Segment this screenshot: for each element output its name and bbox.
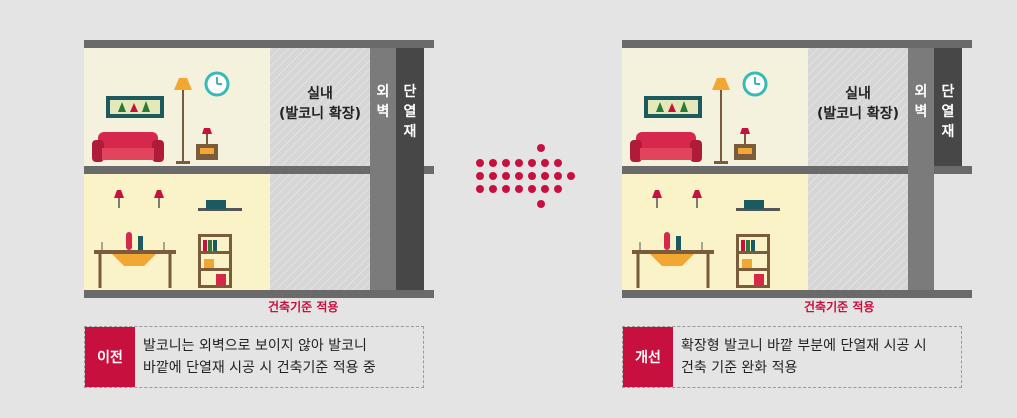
- wall-label-1: 외: [377, 83, 390, 100]
- insulation-label-1: 단: [404, 83, 417, 100]
- interior-label-1: 실내: [307, 86, 333, 102]
- sofa-icon: [630, 132, 702, 162]
- after-panel: 실내 (발코니 확장) 외 벽 단 열 재 건축기준 적용 개선 확장형 발코니…: [622, 0, 982, 418]
- before-note-text: 발코니는 외벽으로 보이지 않아 발코니 바깥에 단열재 시공 시 건축기준 적…: [143, 335, 421, 379]
- before-panel: 실내 (발코니 확장) 외 벽 단 열 재 건축기준 적용 이전 발코니는 외벽…: [84, 0, 444, 418]
- insulation-label-3: 재: [404, 124, 417, 140]
- lower-room: [84, 174, 270, 290]
- insulation-label-2: 열: [942, 103, 955, 120]
- wall-label-2: 벽: [377, 103, 390, 120]
- dimension-label: 건축기준 적용: [804, 300, 875, 314]
- outer-wall: [370, 48, 396, 290]
- clock-icon: [742, 71, 768, 97]
- mid-slab: [622, 166, 972, 174]
- floor-slab: [622, 290, 972, 298]
- before-badge: 이전: [85, 327, 135, 387]
- wall-label-1: 외: [915, 83, 928, 100]
- dimension-label: 건축기준 적용: [268, 300, 339, 314]
- mid-slab: [84, 166, 434, 174]
- note-line: 확장형 발코니 바깥 부분에 단열재 시공 시: [681, 338, 927, 354]
- shelf-picture: [744, 200, 764, 209]
- lamp-icon: [174, 78, 192, 164]
- wall-lamp-icon: [114, 190, 164, 208]
- bookshelf-icon: [198, 234, 232, 288]
- lamp-icon: [712, 78, 730, 164]
- before-building-section: 실내 (발코니 확장) 외 벽 단 열 재: [84, 40, 434, 298]
- bookshelf-icon: [736, 234, 770, 288]
- insulation: [396, 48, 424, 290]
- wall-lamp-icon: [652, 190, 702, 208]
- sofa-icon: [92, 132, 164, 162]
- note-line: 발코니는 외벽으로 보이지 않아 발코니: [143, 338, 367, 354]
- lower-balcony: [270, 174, 370, 290]
- outer-wall: [908, 48, 934, 290]
- interior-label-2: (발코니 확장): [817, 105, 899, 122]
- floor-slab: [84, 290, 434, 298]
- insulation-label-2: 열: [404, 103, 417, 120]
- wall-label-2: 벽: [915, 103, 928, 120]
- after-badge: 개선: [623, 327, 673, 387]
- roof-slab: [84, 40, 434, 48]
- painting-icon: [106, 96, 164, 118]
- insulation: [934, 48, 962, 166]
- note-line: 건축 기준 완화 적용: [681, 360, 798, 376]
- arrow-dots-icon: [476, 144, 575, 208]
- wall-shelf: [198, 208, 242, 211]
- insulation-label-1: 단: [942, 83, 955, 100]
- painting-icon: [644, 96, 702, 118]
- before-note: 이전 발코니는 외벽으로 보이지 않아 발코니 바깥에 단열재 시공 시 건축기…: [84, 326, 424, 388]
- table-lamp-icon: [196, 128, 218, 160]
- after-note: 개선 확장형 발코니 바깥 부분에 단열재 시공 시 건축 기준 완화 적용: [622, 326, 962, 388]
- shelf-picture: [206, 200, 226, 209]
- after-note-text: 확장형 발코니 바깥 부분에 단열재 시공 시 건축 기준 완화 적용: [681, 335, 959, 379]
- table-lamp-icon: [734, 128, 756, 160]
- wall-shelf: [736, 208, 780, 211]
- note-line: 바깥에 단열재 시공 시 건축기준 적용 중: [143, 360, 376, 376]
- after-building-section: 실내 (발코니 확장) 외 벽 단 열 재: [622, 40, 972, 298]
- clock-icon: [204, 71, 230, 97]
- interior-label-1: 실내: [845, 86, 871, 102]
- table-icon: [632, 232, 714, 288]
- lower-room: [622, 174, 808, 290]
- interior-label-2: (발코니 확장): [279, 105, 361, 122]
- roof-slab: [622, 40, 972, 48]
- lower-balcony: [808, 174, 908, 290]
- upper-balcony: [270, 48, 370, 166]
- upper-balcony: [808, 48, 908, 166]
- insulation-label-3: 재: [942, 124, 955, 140]
- table-icon: [94, 232, 176, 288]
